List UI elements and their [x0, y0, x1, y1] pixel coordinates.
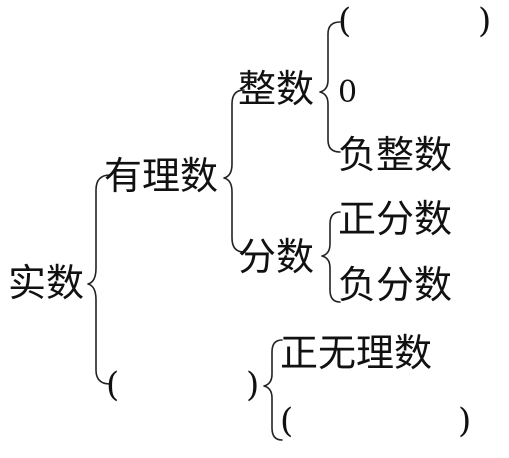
rational-numbers-label: 有理数 — [104, 154, 219, 198]
negative-irrational-blank-open: ( — [280, 401, 294, 441]
irrational-blank-open: ( — [106, 365, 120, 405]
root-brace — [87, 174, 111, 385]
negative-fractions-label: 负分数 — [338, 263, 453, 307]
fractions-label: 分数 — [238, 235, 315, 279]
irrational-blank-close: ) — [246, 365, 260, 405]
positive-integer-blank-open: ( — [338, 1, 352, 41]
rational-brace — [223, 89, 245, 253]
positive-fractions-label: 正分数 — [338, 197, 453, 241]
irrational-brace — [263, 339, 283, 441]
positive-integer-blank-close: ) — [478, 1, 492, 41]
negative-irrational-blank-close: ) — [458, 401, 472, 441]
integers-label: 整数 — [238, 67, 315, 111]
real-numbers-label: 实数 — [8, 261, 85, 305]
negative-integers-label: 负整数 — [338, 133, 453, 177]
fraction-brace — [321, 211, 341, 303]
integer-brace — [319, 21, 341, 153]
positive-irrationals-label: 正无理数 — [280, 331, 433, 375]
zero-label: 0 — [338, 75, 358, 110]
